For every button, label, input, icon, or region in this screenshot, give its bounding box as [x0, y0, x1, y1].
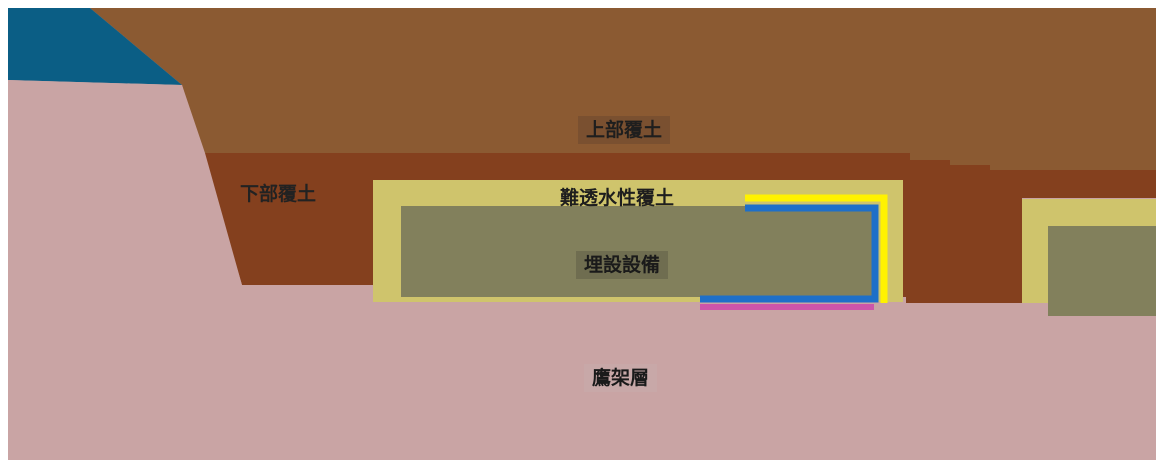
- bedrock-slope: [8, 80, 242, 285]
- yellow-boundary-line: [745, 194, 888, 303]
- low-permeability-cover-label: 難透水性覆土: [560, 187, 675, 209]
- blue-boundary-line: [700, 204, 879, 303]
- lower-cover-label: 下部覆土: [240, 183, 317, 205]
- water-area: [8, 8, 182, 85]
- upper-cover-layer: [90, 8, 1156, 170]
- bedrock-label: 鷹架層: [584, 364, 658, 392]
- upper-cover-label: 上部覆土: [578, 116, 671, 144]
- buried-facility-right: [1048, 226, 1156, 316]
- buried-facility-label: 埋設設備: [576, 251, 669, 279]
